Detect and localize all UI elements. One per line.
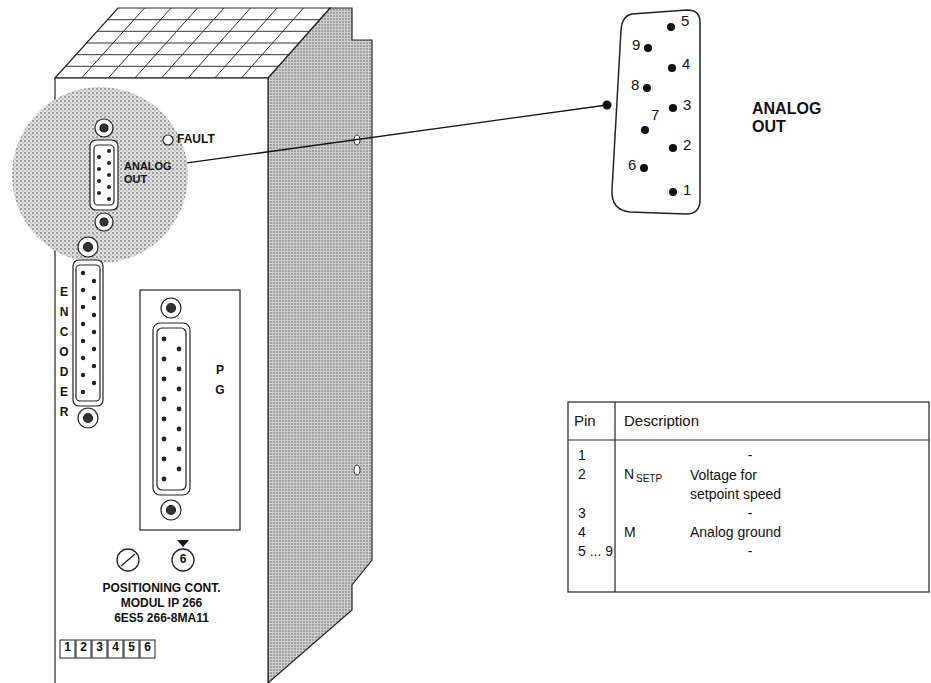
pin-number: 4 (682, 55, 690, 72)
module-name: POSITIONING CONT. (55, 582, 268, 596)
grille-lines (66, 8, 320, 78)
order-number: 6ES5 266-8MA11 (55, 612, 268, 626)
slot-number: 1 (60, 641, 75, 655)
connector-title: ANALOG OUT (752, 100, 821, 137)
side-panel (268, 8, 372, 683)
slot-number: 5 (124, 641, 139, 655)
leader-line (187, 105, 607, 163)
signal-name: M (624, 524, 636, 540)
slot-number: 6 (140, 641, 155, 655)
pin-number: 1 (683, 181, 691, 198)
encoder-socket (73, 237, 103, 428)
table-cell: 3 (578, 505, 586, 521)
table-cell: Voltage for setpoint speed (690, 466, 808, 504)
pin-number: 9 (632, 36, 640, 53)
led-label: FAULT (177, 133, 215, 147)
switch-number: 6 (177, 553, 189, 567)
slot-boxes (60, 640, 155, 658)
d-sub-shell (612, 10, 700, 214)
table-cell: 1 (578, 447, 586, 463)
table-cell: - (720, 543, 780, 559)
zoom-circle: ANALOG OUT (12, 87, 188, 263)
signal-name: N (624, 466, 634, 482)
address-switch (172, 549, 194, 571)
zoom-highlight (12, 87, 188, 263)
leader-dot (603, 101, 612, 110)
table-cell: - (720, 505, 780, 521)
table-header: Description (624, 412, 699, 429)
table-cell: 4 (578, 524, 586, 540)
table-cell: 2 (578, 466, 586, 482)
leader-connector (187, 101, 611, 163)
table-cell: Analog ground (690, 524, 781, 540)
pin-dots (640, 23, 677, 196)
pin-number: 8 (631, 76, 639, 93)
table-cell: 5 ... 9 (578, 543, 613, 559)
pin-number: 6 (628, 156, 636, 173)
side-hole (354, 465, 360, 475)
front-screw (117, 549, 139, 571)
table-header: Pin (574, 412, 596, 429)
pg-socket (153, 298, 190, 520)
slot-number: 3 (92, 641, 107, 655)
port-label: PG (214, 360, 226, 400)
module-name: MODUL IP 266 (55, 597, 268, 611)
connector-label: ANALOG OUT (124, 160, 172, 185)
connector-outline: ANALOG OUT (607, 8, 847, 224)
table-cell: - (720, 447, 780, 463)
fault-led (163, 135, 173, 145)
analog-out-socket (90, 119, 118, 231)
port-label: ENCODER (58, 282, 70, 422)
pin-table (568, 402, 929, 592)
switch-marker (177, 540, 189, 547)
signal-subscript: SETP (636, 473, 662, 485)
pin-number: 3 (683, 96, 691, 113)
slot-number: 4 (108, 641, 123, 655)
pg-recess (140, 290, 240, 530)
slot-number: 2 (76, 641, 91, 655)
pin-number: 2 (683, 136, 691, 153)
pin-number: 7 (651, 106, 659, 123)
top-grille (55, 8, 330, 78)
pin-number: 5 (681, 12, 689, 29)
